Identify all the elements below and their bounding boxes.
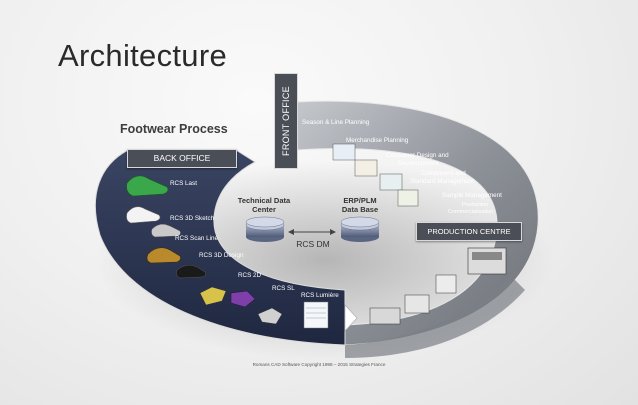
production-centre-label: PRODUCTION CENTRE — [427, 227, 511, 236]
sl-pattern-icon — [257, 307, 283, 325]
copyright-notice: Romans CAD Software Copyright 1998 – 201… — [252, 362, 386, 367]
purple-pattern-icon — [230, 290, 256, 308]
erp-plm-line2: Data Base — [341, 205, 379, 214]
production-machines — [369, 247, 507, 325]
commercialisation-label: Commercialisation — [448, 209, 494, 215]
rcs-dm-label: RCS DM — [296, 239, 330, 249]
front-office-label-box: FRONT OFFICE — [274, 73, 298, 169]
erp-plm-db-icon — [340, 216, 380, 242]
consumer-design-label-2: Developpment — [398, 160, 439, 167]
pattern-icon — [199, 286, 227, 306]
front-office-screenshots — [332, 143, 419, 207]
production-ring-segment — [345, 275, 525, 358]
technical-data-center-line1: Technical Data — [237, 196, 291, 205]
back-office-ring-segment — [94, 149, 346, 346]
diagram-subtitle: Footwear Process — [120, 122, 228, 136]
black-shoe-icon — [176, 264, 206, 279]
rcs-sl-label: RCS SL — [272, 285, 295, 292]
bidirectional-arrow-icon — [288, 229, 336, 235]
flow-arrow-icon — [344, 304, 358, 332]
technical-data-center-db-icon — [245, 216, 285, 242]
erp-plm-line1: ERP/PLM — [343, 196, 377, 205]
shoe-images — [126, 175, 329, 329]
production-centre-label-box: PRODUCTION CENTRE — [416, 222, 522, 241]
rcs-3d-design-label: RCS 3D Design — [199, 252, 244, 259]
rcs-scan-line-label: RCS Scan Line — [175, 235, 219, 242]
lumiere-screen-icon — [303, 301, 329, 329]
rcs-last-label: RCS Last — [170, 180, 197, 187]
season-line-planning-label: Season & Line Planning — [302, 119, 370, 126]
component-label-2: Standard Management — [410, 178, 475, 185]
white-shoe-icon — [126, 206, 161, 224]
erp-plm-label: ERP/PLM Data Base — [330, 196, 390, 214]
back-office-label-box: BACK OFFICE — [127, 149, 237, 168]
rcs-lumiere-label: RCS Lumière — [301, 292, 339, 299]
merchandise-planning-label: Merchandise Planning — [346, 137, 409, 144]
green-shoe-icon — [126, 175, 169, 197]
colored-shoe-icon — [146, 247, 181, 264]
rcs-3d-sketch-label: RCS 3D Sketch — [170, 215, 215, 222]
page-title: Architecture — [58, 38, 227, 73]
rcs-2d-label: RCS 2D — [238, 272, 262, 279]
back-office-label: BACK OFFICE — [153, 153, 211, 163]
production-label: Production — [462, 202, 489, 208]
front-office-label: FRONT OFFICE — [281, 86, 291, 156]
technical-data-center-line2: Center — [252, 205, 276, 214]
sample-management-label: Sample Management — [442, 192, 502, 199]
technical-data-center-label: Technical Data Center — [232, 196, 296, 214]
consumer-design-label: Consumer Design and — [386, 152, 449, 159]
scan-shoe-icon — [151, 223, 181, 238]
component-label: Component and — [421, 170, 466, 177]
